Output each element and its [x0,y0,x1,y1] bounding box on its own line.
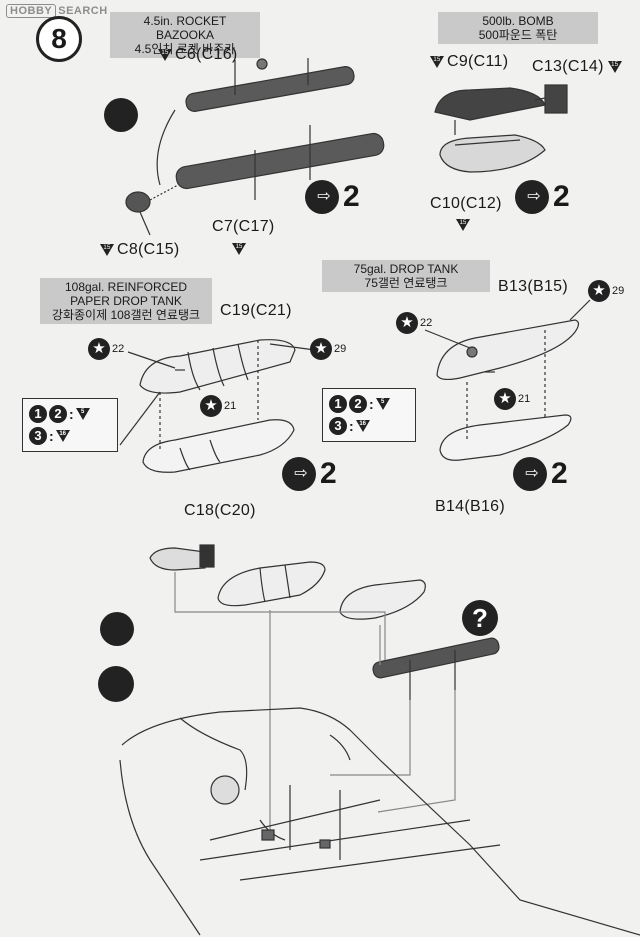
bomb-banner: 500lb. BOMB 500파운드 폭탄 [438,12,598,44]
bomb-fin [534,84,568,114]
bomb-upper-half [434,87,546,135]
paper-tank-decal-key: 1 2 : 5 3 : 16 [22,398,118,452]
tank75-banner: 75gal. DROP TANK 75갤런 연료탱크 [322,260,490,292]
tank75-decal-key: 1 2 : 5 3 : 16 [322,388,416,442]
paper-tank-banner: 108gal. REINFORCED PAPER DROP TANK 강화종이제… [40,278,212,324]
goto-step-paper-tank: ⇨ 2 [282,457,337,491]
goto-step-bazooka: ⇨ 2 [305,180,360,214]
goto-arrows-icon: ⇨ [515,180,549,214]
question-icon: ? [462,600,498,636]
diamond-direction-icon [98,666,134,702]
sprue-triangle-icon: 15 [100,243,114,256]
paper-tank-title-en: 108gal. REINFORCED PAPER DROP TANK [64,280,188,308]
bazooka-tube-top [185,58,355,112]
star-decal-icon: ★ [396,312,418,334]
bazooka-title-en: 4.5in. ROCKET BAZOOKA [143,14,227,42]
bomb-title-ko: 500파운드 폭탄 [478,28,558,42]
tank75-title-en: 75gal. DROP TANK [353,262,459,276]
star-decal-icon: ★ [494,388,516,410]
tank75-decal-mid: ★ 21 [494,388,530,410]
tank75-upper [436,319,580,381]
paper-tank-lower [142,419,295,473]
goto-step-tank75: ⇨ 2 [513,457,568,491]
bazooka-end-cap [125,109,179,236]
paper-tank-part-bottom: C18(C20) [184,502,256,519]
goto-arrows-icon: ⇨ [513,457,547,491]
bomb-lower-half [439,134,546,173]
tank75-decal-right: ★ 29 [588,280,624,302]
watermark-logo: HOBBY [6,4,57,18]
sprue-triangle-icon: 15 [430,55,444,68]
paper-tank-decal-left: ★ 22 [88,338,124,360]
goto-arrows-icon: ⇨ [305,180,339,214]
star-decal-icon: ★ [88,338,110,360]
paper-tank-decal-right: ★ 29 [310,338,346,360]
star-decal-icon: ★ [310,338,332,360]
goto-step-bomb: ⇨ 2 [515,180,570,214]
bomb-assembled [149,544,215,571]
paper-tank-title-ko: 강화종이제 108갤런 연료탱크 [51,308,201,322]
paper-tank-assembled [217,561,326,607]
tank75-part-bottom: B14(B16) [435,498,505,515]
star-decal-icon: ★ [588,280,610,302]
goto-arrows-icon: ⇨ [282,457,316,491]
sprue-triangle-icon: 15 [232,240,249,258]
tank75-assembled [339,579,426,620]
paper-tank-decal-mid: ★ 21 [200,395,236,417]
paper-tank-part-top: C19(C21) [220,302,292,319]
bazooka-assembled [372,637,500,700]
bazooka-tube-bottom [175,125,385,200]
step-number: 8 [36,16,82,62]
tank75-part-top: B13(B15) [498,278,568,295]
sprue-triangle-icon: 15 [158,48,172,61]
bomb-part-fin: C13(C14)15 [532,58,625,76]
bomb-part-bottom: C10(C12) [430,195,502,212]
bomb-title-en: 500lb. BOMB [482,14,554,28]
watermark-text: SEARCH [58,5,108,17]
tank75-lower [439,414,572,461]
sprue-triangle-icon: 15 [456,216,473,234]
bazooka-part-mid: C7(C17) [212,218,275,235]
paper-tank-upper [139,339,296,394]
tank75-decal-left: ★ 22 [396,312,432,334]
aircraft-wing [119,707,640,936]
star-decal-icon: ★ [200,395,222,417]
paint-icon [100,612,134,646]
paint-icon [104,98,138,132]
sprue-triangle-icon: 15 [607,60,622,73]
tank75-title-ko: 75갤런 연료탱크 [364,276,448,290]
